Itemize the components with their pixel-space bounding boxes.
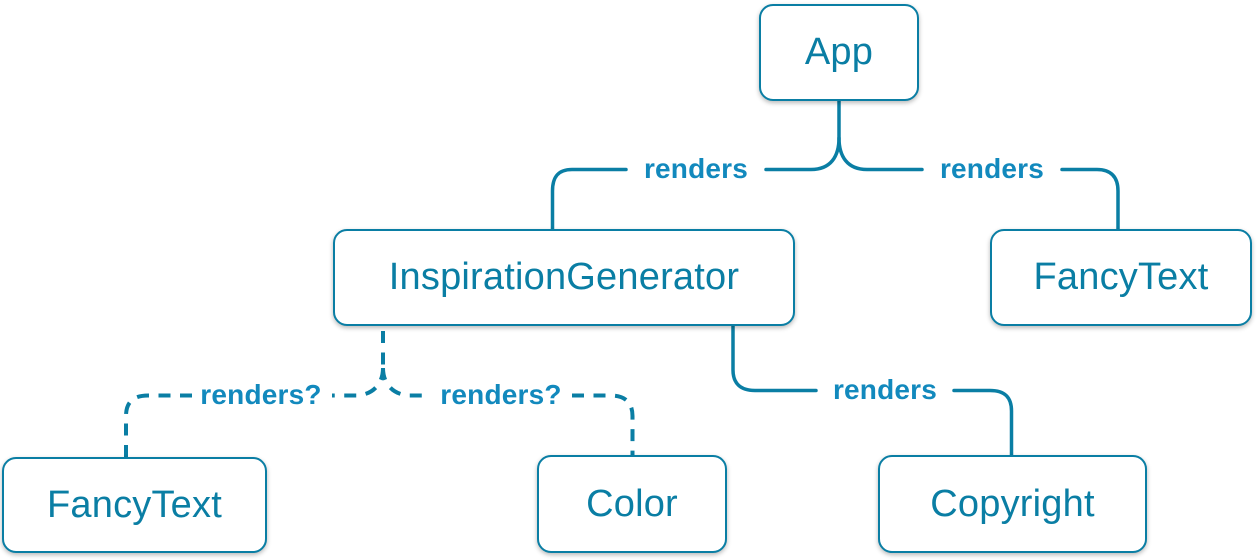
node-fancy-text-top: FancyText xyxy=(990,229,1252,326)
edge-label-renders: renders xyxy=(832,374,938,405)
edge-label-renders-maybe: renders? xyxy=(200,379,322,410)
node-fancy-text-bottom: FancyText xyxy=(2,457,267,553)
node-copyright-label: Copyright xyxy=(930,482,1095,525)
edge-label-renders: renders xyxy=(939,153,1045,184)
edge-inspirationgenerator-fancytext-line xyxy=(124,393,192,457)
edge-app-inspirationgenerator-line xyxy=(550,167,628,231)
edge-app-fancytext-line xyxy=(1060,167,1120,231)
node-copyright: Copyright xyxy=(878,455,1147,553)
node-color: Color xyxy=(537,455,727,553)
node-inspiration-generator-label: InspirationGenerator xyxy=(388,256,740,298)
edge-inspirationgenerator-color-line xyxy=(381,367,430,398)
node-fancy-text-top-label: FancyText xyxy=(1033,256,1209,298)
edge-inspirationgenerator-copyright-line xyxy=(952,388,1014,457)
edge-inspirationgenerator-copyright-line xyxy=(731,324,818,393)
node-color-label: Color xyxy=(586,482,678,525)
node-app: App xyxy=(759,4,919,101)
node-fancy-text-bottom-label: FancyText xyxy=(47,483,222,526)
edge-inspirationgenerator-color-line xyxy=(572,393,635,455)
node-inspiration-generator: InspirationGenerator xyxy=(333,229,795,326)
edge-label-renders: renders xyxy=(643,153,749,184)
node-app-label: App xyxy=(804,31,874,73)
edge-label-renders-maybe: renders? xyxy=(440,379,562,410)
edge-inspirationgenerator-fancytext-line xyxy=(332,367,385,398)
edge-app-inspirationgenerator-line xyxy=(764,99,841,172)
edge-app-fancytext-line xyxy=(837,136,924,172)
